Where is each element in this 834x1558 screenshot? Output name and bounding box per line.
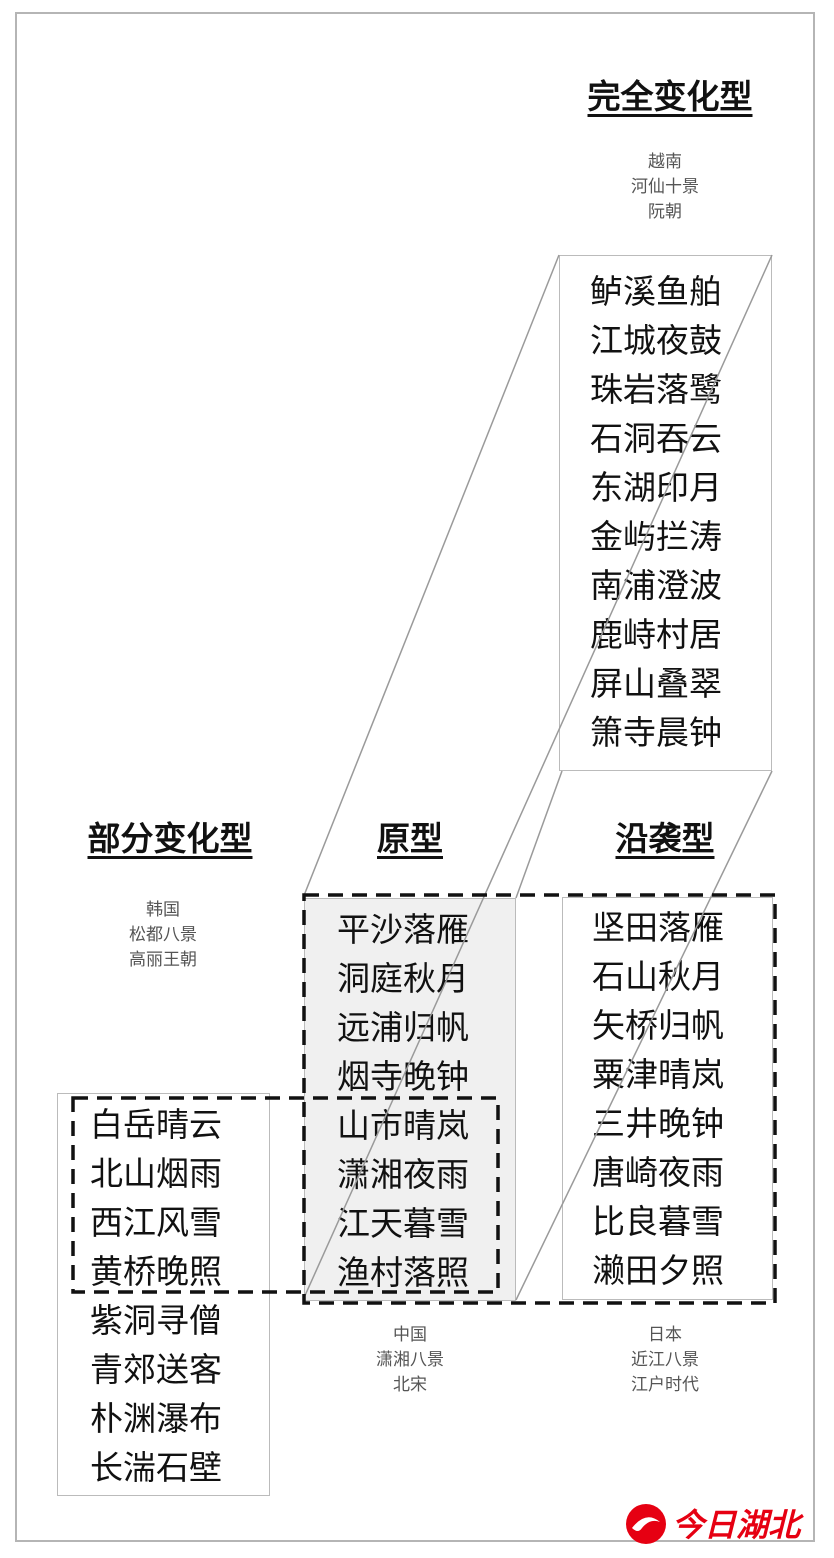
title-inherited: 沿袭型 xyxy=(615,819,715,858)
scene-item: 粟津晴岚 xyxy=(592,1055,724,1094)
scene-item: 金屿拦涛 xyxy=(590,517,722,556)
vietnam-list-box xyxy=(559,255,772,771)
scene-item: 矢桥归帆 xyxy=(592,1006,724,1045)
caption-collection: 河仙十景 xyxy=(631,177,699,197)
korea-list-box xyxy=(57,1093,270,1496)
scene-item: 远浦归帆 xyxy=(337,1008,469,1047)
japan-scene-list: 坚田落雁 石山秋月 矢桥归帆 粟津晴岚 三井晚钟 唐崎夜雨 比良暮雪 濑田夕照 xyxy=(592,903,724,1295)
scene-item: 南浦澄波 xyxy=(590,566,722,605)
title-complete-change: 完全变化型 xyxy=(587,77,753,116)
vietnam-scene-list: 鲈溪鱼舶 江城夜鼓 珠岩落鹭 石洞吞云 东湖印月 金屿拦涛 南浦澄波 鹿峙村居 … xyxy=(590,267,722,757)
caption-country: 日本 xyxy=(648,1325,682,1345)
scene-item: 屏山叠翠 xyxy=(590,664,722,703)
caption-japan: 日本 近江八景 江户时代 xyxy=(590,1323,740,1398)
caption-collection: 松都八景 xyxy=(129,925,197,945)
outer-frame xyxy=(15,12,815,1542)
hubei-daily-logo-icon: 今日湖北 xyxy=(626,1504,804,1544)
scene-item: 平沙落雁 xyxy=(337,910,469,949)
scene-item: 黄桥晚照 xyxy=(90,1252,222,1291)
dashed-group-prototype-inherited xyxy=(302,893,777,1305)
korea-scene-list: 白岳晴云 北山烟雨 西江风雪 黄桥晚照 紫洞寻僧 青郊送客 朴渊瀑布 长湍石壁 xyxy=(90,1100,222,1492)
connector-line xyxy=(515,770,773,1301)
scene-item: 白岳晴云 xyxy=(90,1105,222,1144)
scene-item: 唐崎夜雨 xyxy=(592,1153,724,1192)
scene-item: 箫寺晨钟 xyxy=(590,713,722,752)
connector-line xyxy=(515,770,563,899)
scene-item: 珠岩落鹭 xyxy=(590,370,722,409)
scene-item: 东湖印月 xyxy=(590,468,722,507)
title-partial-change: 部分变化型 xyxy=(87,819,253,858)
caption-vietnam: 越南 河仙十景 阮朝 xyxy=(590,150,740,225)
caption-country: 越南 xyxy=(648,152,682,172)
scene-item: 西江风雪 xyxy=(90,1203,222,1242)
caption-era: 阮朝 xyxy=(648,202,682,222)
scene-item: 渔村落照 xyxy=(337,1253,469,1292)
caption-country: 韩国 xyxy=(146,900,180,920)
caption-era: 北宋 xyxy=(393,1375,427,1395)
caption-collection: 近江八景 xyxy=(631,1350,699,1370)
caption-korea: 韩国 松都八景 高丽王朝 xyxy=(88,898,238,973)
scene-item: 鲈溪鱼舶 xyxy=(590,272,722,311)
scene-item: 青郊送客 xyxy=(90,1350,222,1389)
scene-item: 北山烟雨 xyxy=(90,1154,222,1193)
scene-item: 石山秋月 xyxy=(592,957,724,996)
china-scene-list: 平沙落雁 洞庭秋月 远浦归帆 烟寺晚钟 山市晴岚 潇湘夜雨 江天暮雪 渔村落照 xyxy=(337,905,469,1297)
scene-item: 濑田夕照 xyxy=(592,1251,724,1290)
dashed-group-prototype-partial xyxy=(71,1096,500,1294)
scene-item: 三井晚钟 xyxy=(592,1104,724,1143)
caption-era: 江户时代 xyxy=(631,1375,699,1395)
caption-china: 中国 潇湘八景 北宋 xyxy=(335,1323,485,1398)
scene-item: 江天暮雪 xyxy=(337,1204,469,1243)
connector-line xyxy=(302,254,560,899)
scene-item: 山市晴岚 xyxy=(337,1106,469,1145)
scene-item: 鹿峙村居 xyxy=(590,615,722,654)
caption-country: 中国 xyxy=(393,1325,427,1345)
scene-item: 比良暮雪 xyxy=(592,1202,724,1241)
scene-item: 紫洞寻僧 xyxy=(90,1301,222,1340)
japan-list-box xyxy=(562,897,773,1300)
scene-item: 朴渊瀑布 xyxy=(90,1399,222,1438)
scene-item: 石洞吞云 xyxy=(590,419,722,458)
connector-line xyxy=(302,254,773,1301)
caption-collection: 潇湘八景 xyxy=(376,1350,444,1370)
scene-item: 长湍石壁 xyxy=(90,1448,222,1487)
caption-era: 高丽王朝 xyxy=(129,950,197,970)
watermark-text: 今日湖北 xyxy=(672,1506,804,1544)
scene-item: 江城夜鼓 xyxy=(590,321,722,360)
hubei-daily-watermark: 今日湖北 xyxy=(622,1498,827,1550)
title-prototype: 原型 xyxy=(377,819,443,858)
